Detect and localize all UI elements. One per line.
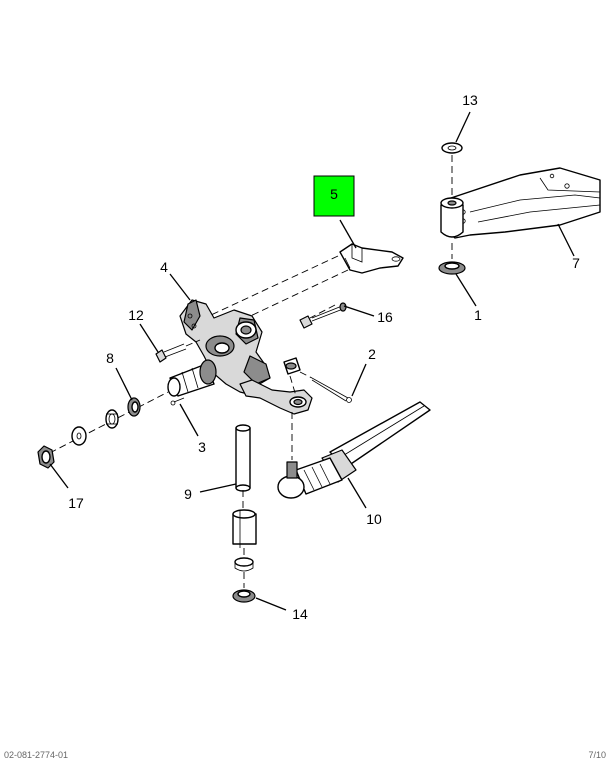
leader-1 <box>455 273 477 307</box>
seal-part[interactable] <box>234 557 254 572</box>
highlight-box-5 <box>313 175 355 217</box>
axle-beam-part[interactable] <box>440 167 601 239</box>
footer-drawing-number: 02-081-2774-01 <box>4 750 68 760</box>
leader-3 <box>179 403 199 437</box>
leader-4 <box>169 273 191 301</box>
callout-16[interactable]: 16 <box>377 309 393 325</box>
callout-13[interactable]: 13 <box>462 92 478 108</box>
leader-5 <box>339 219 357 249</box>
callout-12[interactable]: 12 <box>128 307 144 323</box>
tie-rod-arm-part[interactable] <box>239 379 313 415</box>
leader-14 <box>255 597 287 611</box>
washer-8-part[interactable] <box>127 397 141 417</box>
callout-1[interactable]: 1 <box>474 307 482 323</box>
callout-8[interactable]: 8 <box>106 350 114 366</box>
callout-14[interactable]: 14 <box>292 606 308 622</box>
pin-3-part[interactable] <box>170 397 185 406</box>
leader-13 <box>455 111 471 143</box>
castle-nut-part[interactable] <box>283 357 301 375</box>
steering-knuckle-part[interactable] <box>167 299 271 397</box>
king-pin-part[interactable] <box>235 424 251 492</box>
callout-10[interactable]: 10 <box>366 511 382 527</box>
lock-ring-part[interactable] <box>105 409 119 429</box>
steering-arm-part[interactable] <box>339 243 404 274</box>
spindle-washer-part[interactable] <box>71 426 87 446</box>
callout-3[interactable]: 3 <box>198 439 206 455</box>
leader-8 <box>115 367 133 401</box>
callout-7[interactable]: 7 <box>572 255 580 271</box>
cotter-pin-part[interactable] <box>311 377 352 403</box>
footer-page-code: 7/10 <box>588 750 606 760</box>
callout-2[interactable]: 2 <box>368 346 376 362</box>
leader-10 <box>347 477 367 509</box>
leader-9 <box>199 483 237 493</box>
tie-rod-assembly-part[interactable] <box>277 401 431 499</box>
cap-14-part[interactable] <box>232 589 256 603</box>
callout-4[interactable]: 4 <box>160 259 168 275</box>
callout-5[interactable]: 5 <box>330 186 338 202</box>
callout-9[interactable]: 9 <box>184 486 192 502</box>
bolt-16-part[interactable] <box>299 302 347 329</box>
bushing-part[interactable] <box>438 261 466 275</box>
thrust-washer-part[interactable] <box>441 142 463 154</box>
spindle-nut-part[interactable] <box>37 445 55 469</box>
leader-17 <box>49 463 69 489</box>
king-pin-bushing-part[interactable] <box>232 509 257 548</box>
leader-16 <box>343 305 375 317</box>
bolt-12-part[interactable] <box>155 343 187 363</box>
leader-12 <box>139 323 159 353</box>
leader-2 <box>351 363 367 397</box>
leader-7 <box>557 223 575 257</box>
callout-17[interactable]: 17 <box>68 495 84 511</box>
